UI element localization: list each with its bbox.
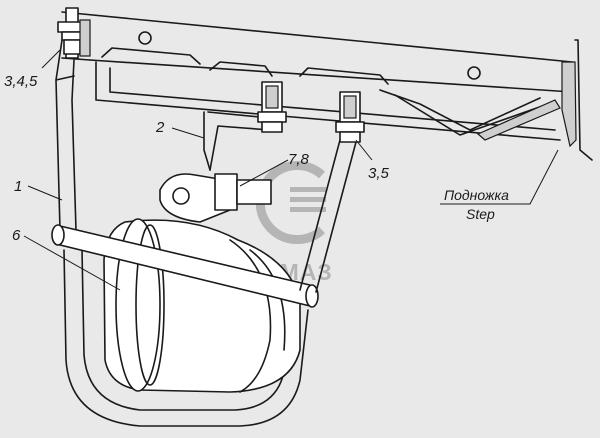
callout-35: 3,5 xyxy=(368,165,390,182)
leader-lines xyxy=(23,49,559,291)
watermark-bar-2 xyxy=(290,197,326,202)
bolt-assembly-345 xyxy=(57,7,91,59)
watermark-bar-3 xyxy=(290,207,326,212)
watermark-bar-1 xyxy=(290,187,326,192)
leader-345 xyxy=(41,49,61,69)
callout-1: 1 xyxy=(14,178,22,195)
center-rail-bolt xyxy=(257,81,287,133)
rail-hole-2 xyxy=(467,66,481,80)
callout-345: 3,4,5 xyxy=(4,73,38,90)
leader-step xyxy=(440,149,559,205)
leader-35 xyxy=(355,139,373,161)
right-rail-bolt xyxy=(335,91,365,143)
step-label-en: Step xyxy=(466,206,495,222)
diagonal-strut xyxy=(299,139,357,293)
callout-6: 6 xyxy=(12,227,21,244)
left-bracket xyxy=(55,39,81,241)
leader-78 xyxy=(239,159,289,187)
step-u-bracket xyxy=(63,249,309,427)
rail-hole-1 xyxy=(138,31,152,45)
leader-2 xyxy=(171,127,205,139)
callout-78: 7,8 xyxy=(288,151,310,168)
callout-2: 2 xyxy=(155,119,165,136)
leader-1 xyxy=(27,185,63,201)
leader-6 xyxy=(23,235,121,291)
step-label-ru: Подножка xyxy=(444,187,509,203)
frame-rail xyxy=(61,11,593,161)
support-rod xyxy=(51,224,319,308)
bracket-2 xyxy=(159,111,272,223)
